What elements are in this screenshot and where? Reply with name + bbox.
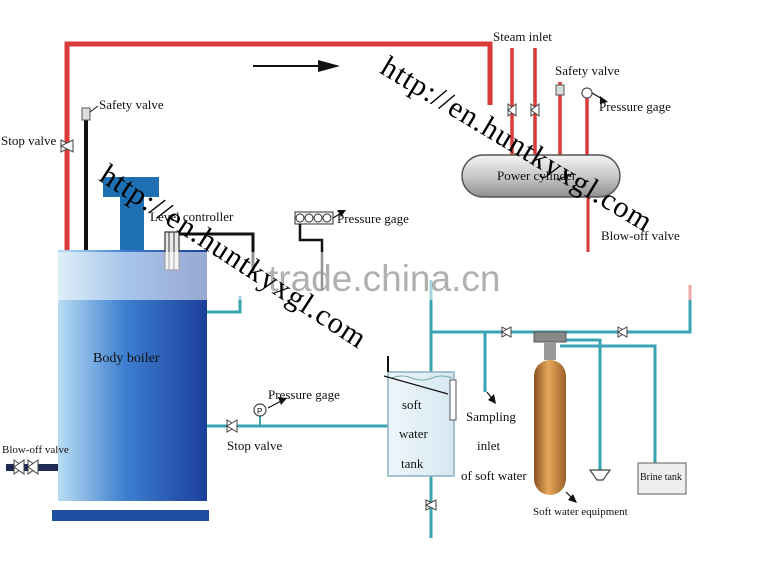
stop-valve-left-icon <box>59 139 75 153</box>
label-blow-off-valve-right: Blow-off valve <box>601 228 680 243</box>
safety-valve-pipe <box>81 105 99 252</box>
pressure-gage-low-icon: P <box>253 397 287 426</box>
label-stop-valve-left: Stop valve <box>1 133 57 148</box>
cylinder-pressure-gage-icon <box>581 87 608 104</box>
label-brine-tank: Brine tank <box>640 472 682 483</box>
watermark-band <box>0 252 775 300</box>
drain-funnel-icon <box>588 469 612 481</box>
water-line-valves-icon <box>226 326 629 511</box>
label-level-controller: Level controller <box>150 209 234 224</box>
label-steam-inlet: Steam inlet <box>493 29 552 44</box>
brine-tank <box>637 462 687 495</box>
flow-arrow-icon <box>253 60 340 72</box>
label-of-soft-water: of soft water <box>461 468 527 483</box>
svg-text:P: P <box>257 407 262 416</box>
cylinder-safety-valve-icon <box>555 84 565 96</box>
label-stop-valve-low: Stop valve <box>227 438 283 453</box>
watermark-tradechina: trade.china.cn <box>268 258 501 299</box>
steam-inlet-valves-icon <box>507 103 540 117</box>
sampling-arrow-icon <box>483 372 496 404</box>
label-inlet: inlet <box>477 438 501 453</box>
label-soft-water-equipment: Soft water equipment <box>533 506 628 518</box>
blow-off-valve-left <box>6 459 58 475</box>
label-sampling: Sampling <box>466 409 516 424</box>
soft-water-tank <box>383 356 457 477</box>
label-body-boiler: Body boiler <box>93 351 160 366</box>
label-pressure-gage-mid: Pressure gage <box>337 211 409 226</box>
label-pressure-gage-low: Pressure gage <box>268 387 340 402</box>
label-blow-off-valve-left: Blow-off valve <box>2 444 69 456</box>
boiler-neck <box>103 177 159 251</box>
power-cylinder <box>461 154 621 198</box>
label-safety-valve-top: Safety valve <box>555 63 620 78</box>
soft-water-equipment <box>533 331 577 503</box>
label-water: water <box>399 426 428 441</box>
label-pressure-gage-top: Pressure gage <box>599 99 671 114</box>
label-power-cylinder: Power cylinder <box>497 168 577 183</box>
label-safety-valve-left: Safety valve <box>99 97 164 112</box>
label-soft: soft <box>402 397 422 412</box>
label-tank: tank <box>401 456 424 471</box>
